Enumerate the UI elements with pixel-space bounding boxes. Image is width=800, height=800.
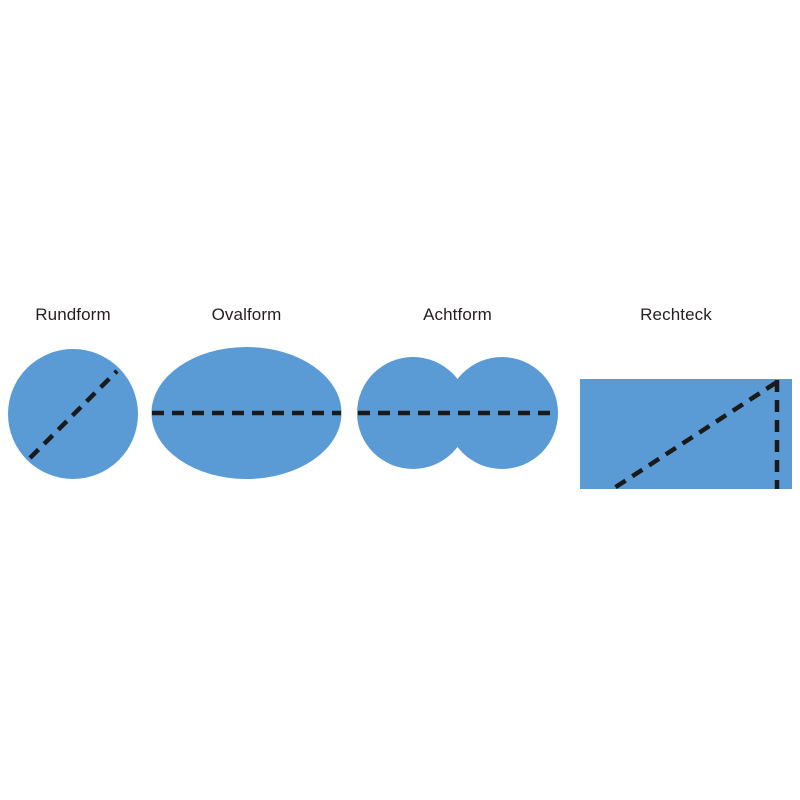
shape-figure-ovalform: Ovalform	[150, 305, 350, 495]
shape-figure-achtform: Achtform	[355, 305, 565, 495]
shape-label-rundform: Rundform	[35, 305, 111, 324]
shape-figure-rechteck: Rechteck	[570, 305, 800, 495]
ellipse-shape-icon	[151, 347, 342, 479]
shape-label-achtform: Achtform	[423, 305, 492, 324]
shape-label-rechteck: Rechteck	[640, 305, 712, 324]
figure-eight-shape-icon	[357, 357, 558, 469]
shape-figure-rundform: Rundform	[0, 305, 150, 495]
shape-label-ovalform: Ovalform	[211, 305, 282, 324]
diagonal-dash-line	[28, 369, 119, 460]
circle-shape-icon	[8, 349, 138, 479]
rectangle-shape-icon	[580, 379, 792, 489]
